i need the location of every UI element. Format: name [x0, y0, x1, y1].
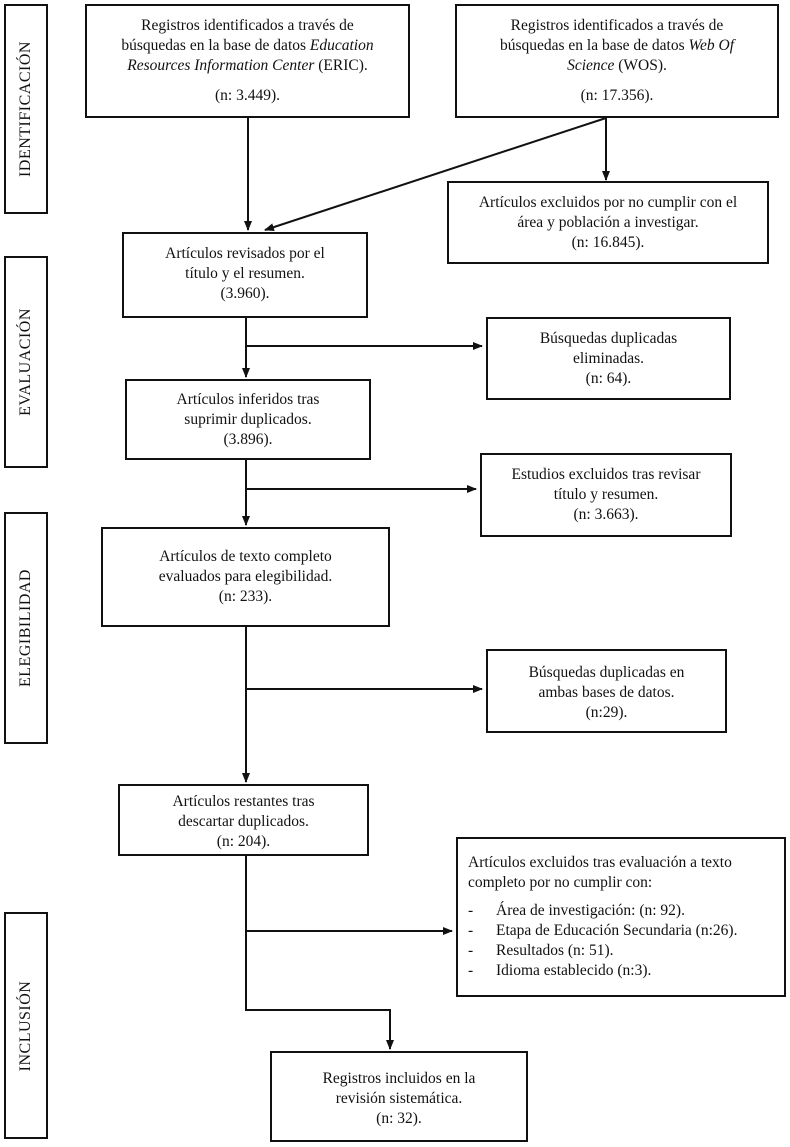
eric-line2b: Education: [309, 37, 374, 54]
excluded-title-line3: (n: 3.663).: [573, 506, 639, 523]
phase-elegibilidad: ELEGIBILIDAD: [4, 512, 48, 744]
inferred-line2: suprimir duplicados.: [184, 411, 312, 428]
wos-count: (n: 17.356).: [580, 87, 654, 104]
fulltext-line1: Artículos de texto completo: [159, 548, 332, 565]
phase-identificacion: IDENTIFICACIÓN: [4, 4, 48, 214]
inferred-line1: Artículos inferidos tras: [176, 391, 320, 408]
duplicates-removed-line3: (n: 64).: [585, 370, 632, 387]
eric-count: (n: 3.449).: [214, 87, 280, 104]
phase-evaluacion: EVALUACIÓN: [4, 256, 48, 468]
excluded-reason-item: -Área de investigación: (n: 92).: [468, 902, 685, 919]
wos-line1: Registros identificados a través de: [510, 17, 724, 34]
eric-line1: Registros identificados a través de: [141, 17, 354, 34]
duplicates-both-line1: Búsquedas duplicadas en: [528, 664, 685, 681]
duplicates-both-line3: (n:29).: [585, 704, 628, 721]
remaining-line2: descartar duplicados.: [178, 813, 309, 830]
duplicates-both-box: Búsquedas duplicadas en ambas bases de d…: [486, 649, 727, 733]
excluded-title-box: Estudios excluidos tras revisar título y…: [480, 453, 732, 537]
wos-line2a: búsquedas en la base de datos: [499, 37, 689, 54]
excluded-reason-item: -Idioma establecido (n:3).: [468, 962, 652, 979]
reviewed-line2: título y el resumen.: [185, 265, 305, 282]
eric-line3a: Resources Information Center: [127, 57, 315, 74]
duplicates-both-line2: ambas bases de datos.: [538, 684, 675, 701]
fulltext-box: Artículos de texto completo evaluados pa…: [101, 527, 390, 627]
eric-line3b: (ERIC).: [314, 57, 368, 74]
excluded-fulltext-line1: Artículos excluidos tras evaluación a te…: [468, 854, 732, 871]
excluded-area-line1: Artículos excluidos por no cumplir con e…: [478, 194, 738, 211]
inferred-box: Artículos inferidos tras suprimir duplic…: [125, 379, 371, 460]
excluded-title-line2: título y resumen.: [553, 486, 659, 503]
remaining-box: Artículos restantes tras descartar dupli…: [118, 784, 369, 856]
excluded-area-line3: (n: 16.845).: [571, 234, 645, 251]
included-line3: (n: 32).: [376, 1110, 422, 1127]
phase-inclusion: INCLUSIÓN: [4, 912, 48, 1139]
excluded-title-line1: Estudios excluidos tras revisar: [511, 466, 701, 483]
included-line1: Registros incluidos en la: [322, 1070, 476, 1087]
inferred-line3: (3.896).: [223, 431, 273, 448]
reviewed-line1: Artículos revisados por el: [165, 245, 325, 262]
wos-line3a: Science: [567, 57, 615, 74]
wos-line2b: Web Of: [688, 37, 735, 54]
arrow-remaining-to-included: [245, 855, 394, 1050]
wos-records-box: Registros identificados a través de búsq…: [455, 4, 779, 118]
included-box: Registros incluidos en la revisión siste…: [270, 1051, 528, 1142]
excluded-area-box: Artículos excluidos por no cumplir con e…: [447, 181, 769, 264]
excluded-fulltext-box: Artículos excluidos tras evaluación a te…: [456, 837, 786, 997]
remaining-line3: (n: 204).: [216, 833, 271, 850]
fulltext-line3: (n: 233).: [218, 588, 273, 605]
duplicates-removed-line1: Búsquedas duplicadas: [539, 330, 678, 347]
eric-line2a: búsquedas en la base de datos: [121, 37, 310, 54]
included-line2: revisión sistemática.: [335, 1090, 463, 1107]
arrow-wos-to-reviewed: [264, 117, 607, 231]
reviewed-box: Artículos revisados por el título y el r…: [122, 232, 368, 318]
duplicates-removed-line2: eliminadas.: [572, 350, 645, 367]
fulltext-line2: evaluados para elegibilidad.: [158, 568, 333, 585]
excluded-area-line2: área y población a investigar.: [517, 214, 699, 231]
excluded-reason-item: -Resultados (n: 51).: [468, 942, 614, 959]
excluded-fulltext-line2: completo por no cumplir con:: [468, 874, 653, 891]
wos-line3b: (WOS).: [614, 57, 667, 74]
eric-records-box: Registros identificados a través de búsq…: [85, 4, 410, 118]
remaining-line1: Artículos restantes tras: [172, 793, 315, 810]
reviewed-line3: (3.960).: [220, 285, 270, 302]
excluded-reason-item: -Etapa de Educación Secundaria (n:26).: [468, 922, 738, 939]
duplicates-removed-box: Búsquedas duplicadas eliminadas. (n: 64)…: [486, 317, 731, 400]
